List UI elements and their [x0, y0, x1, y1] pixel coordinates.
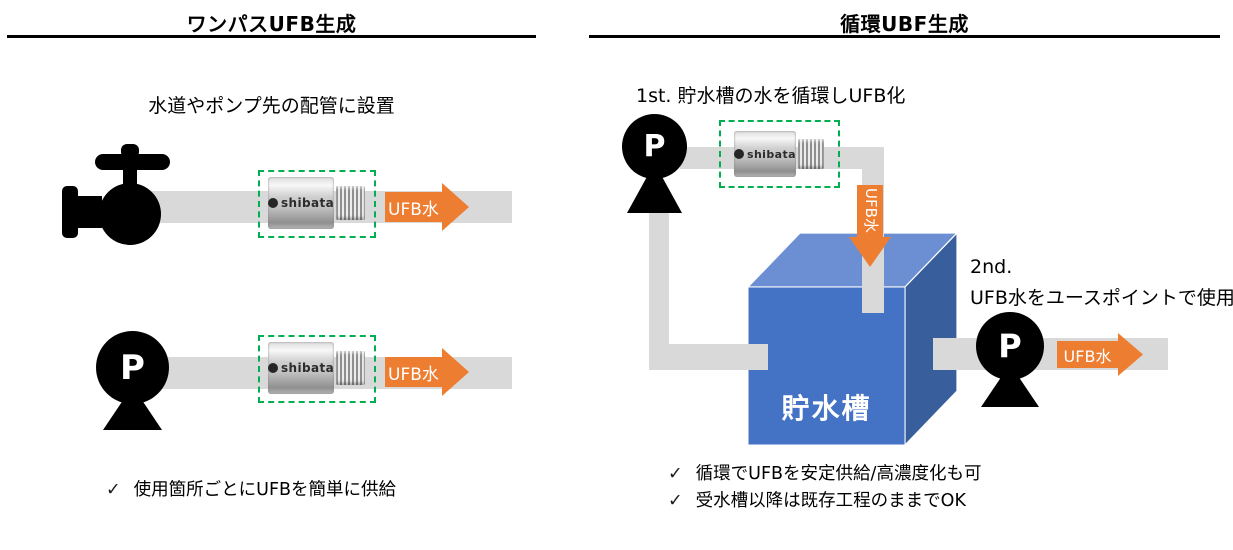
pump-icon: P — [622, 114, 687, 213]
faucet-icon — [62, 144, 170, 245]
ufb-water-arrow-label: UFB水 — [1063, 346, 1112, 366]
storage-tank-icon — [748, 233, 957, 445]
left-panel-title: ワンパスUFB生成 — [186, 12, 357, 36]
shibata-logo-icon — [268, 198, 278, 208]
pump-icon: P — [976, 312, 1044, 407]
step1-label: 1st. 貯水槽の水を循環しUFB化 — [636, 85, 906, 107]
ufb-water-down-arrow-label: UFB水 — [862, 188, 880, 233]
left-note-text: 使用箇所ごとにUFBを簡単に供給 — [133, 480, 397, 500]
check-icon: ✓ — [668, 491, 683, 511]
ufb-generator-device: shibata — [268, 342, 365, 394]
pipe-pump-drop — [649, 198, 669, 370]
tank-label: 貯水槽 — [781, 392, 872, 425]
right-benefit-notes: ✓ 循環でUFBを安定供給/高濃度化も可 ✓ 受水槽以降は既存工程のままでOK — [668, 461, 981, 515]
step2-heading: 2nd. — [970, 256, 1013, 278]
pump-letter: P — [643, 129, 666, 164]
threaded-fitting — [336, 185, 365, 221]
device-body: shibata — [268, 342, 335, 394]
ufb-water-arrow: UFB水 — [385, 192, 442, 222]
list-item: ✓ 循環でUFBを安定供給/高濃度化も可 — [668, 461, 981, 488]
device-highlight-box — [719, 120, 840, 188]
left-subtitle: 水道やポンプ先の配管に設置 — [148, 95, 395, 117]
right-title-underline — [589, 35, 1220, 38]
ufb-generator-device: shibata — [734, 131, 825, 177]
pump-letter: P — [120, 347, 145, 388]
device-body: shibata — [268, 177, 335, 229]
pump-letter: P — [998, 327, 1022, 365]
ufb-water-arrow: UFB水 — [1057, 341, 1118, 368]
ufb-water-down-arrow — [857, 185, 883, 237]
device-body: shibata — [734, 131, 796, 177]
pump-icon: P — [96, 331, 169, 430]
ufb-generator-device: shibata — [268, 177, 365, 229]
device-highlight-box — [258, 335, 376, 403]
shibata-logo-icon — [734, 149, 744, 159]
ufb-water-arrow: UFB水 — [385, 357, 442, 387]
device-brand-text: shibata — [281, 196, 335, 210]
threaded-fitting — [336, 350, 365, 386]
step2-text: UFB水をユースポイントで使用 — [970, 287, 1233, 309]
device-brand-text: shibata — [281, 361, 335, 375]
threaded-fitting — [797, 138, 825, 170]
shibata-logo-icon — [268, 363, 278, 373]
right-note-text-1: 循環でUFBを安定供給/高濃度化も可 — [695, 464, 982, 484]
left-title-underline — [7, 35, 536, 38]
ufb-water-arrow-label: UFB水 — [388, 364, 439, 385]
pipe-return-to-tank — [649, 344, 768, 370]
left-benefit-note: ✓ 使用箇所ごとにUFBを簡単に供給 — [106, 476, 396, 501]
right-note-text-2: 受水槽以降は既存工程のままでOK — [695, 491, 966, 511]
check-icon: ✓ — [106, 480, 121, 500]
device-brand-text: shibata — [747, 147, 796, 161]
device-highlight-box — [258, 170, 376, 238]
ufb-water-arrow-label: UFB水 — [388, 199, 439, 220]
check-icon: ✓ — [668, 464, 683, 484]
list-item: ✓ 受水槽以降は既存工程のままでOK — [668, 488, 981, 515]
right-panel-title: 循環UBF生成 — [840, 12, 969, 36]
